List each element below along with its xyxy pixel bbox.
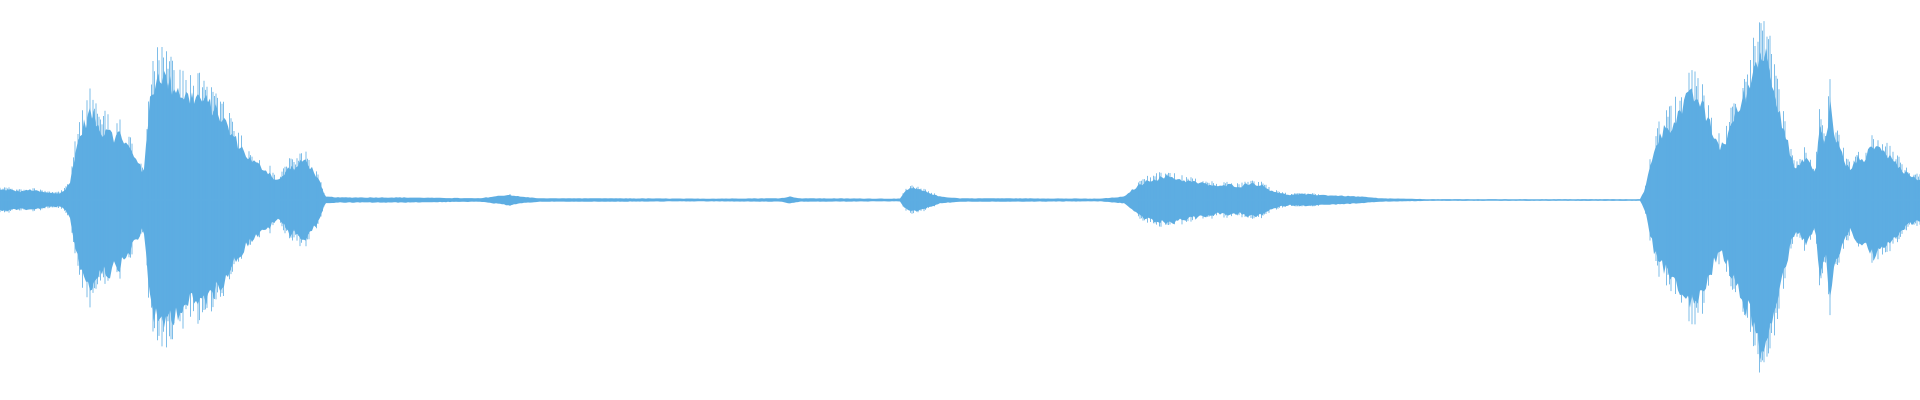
waveform-body bbox=[0, 48, 1920, 360]
waveform-spikes bbox=[0, 21, 1920, 373]
